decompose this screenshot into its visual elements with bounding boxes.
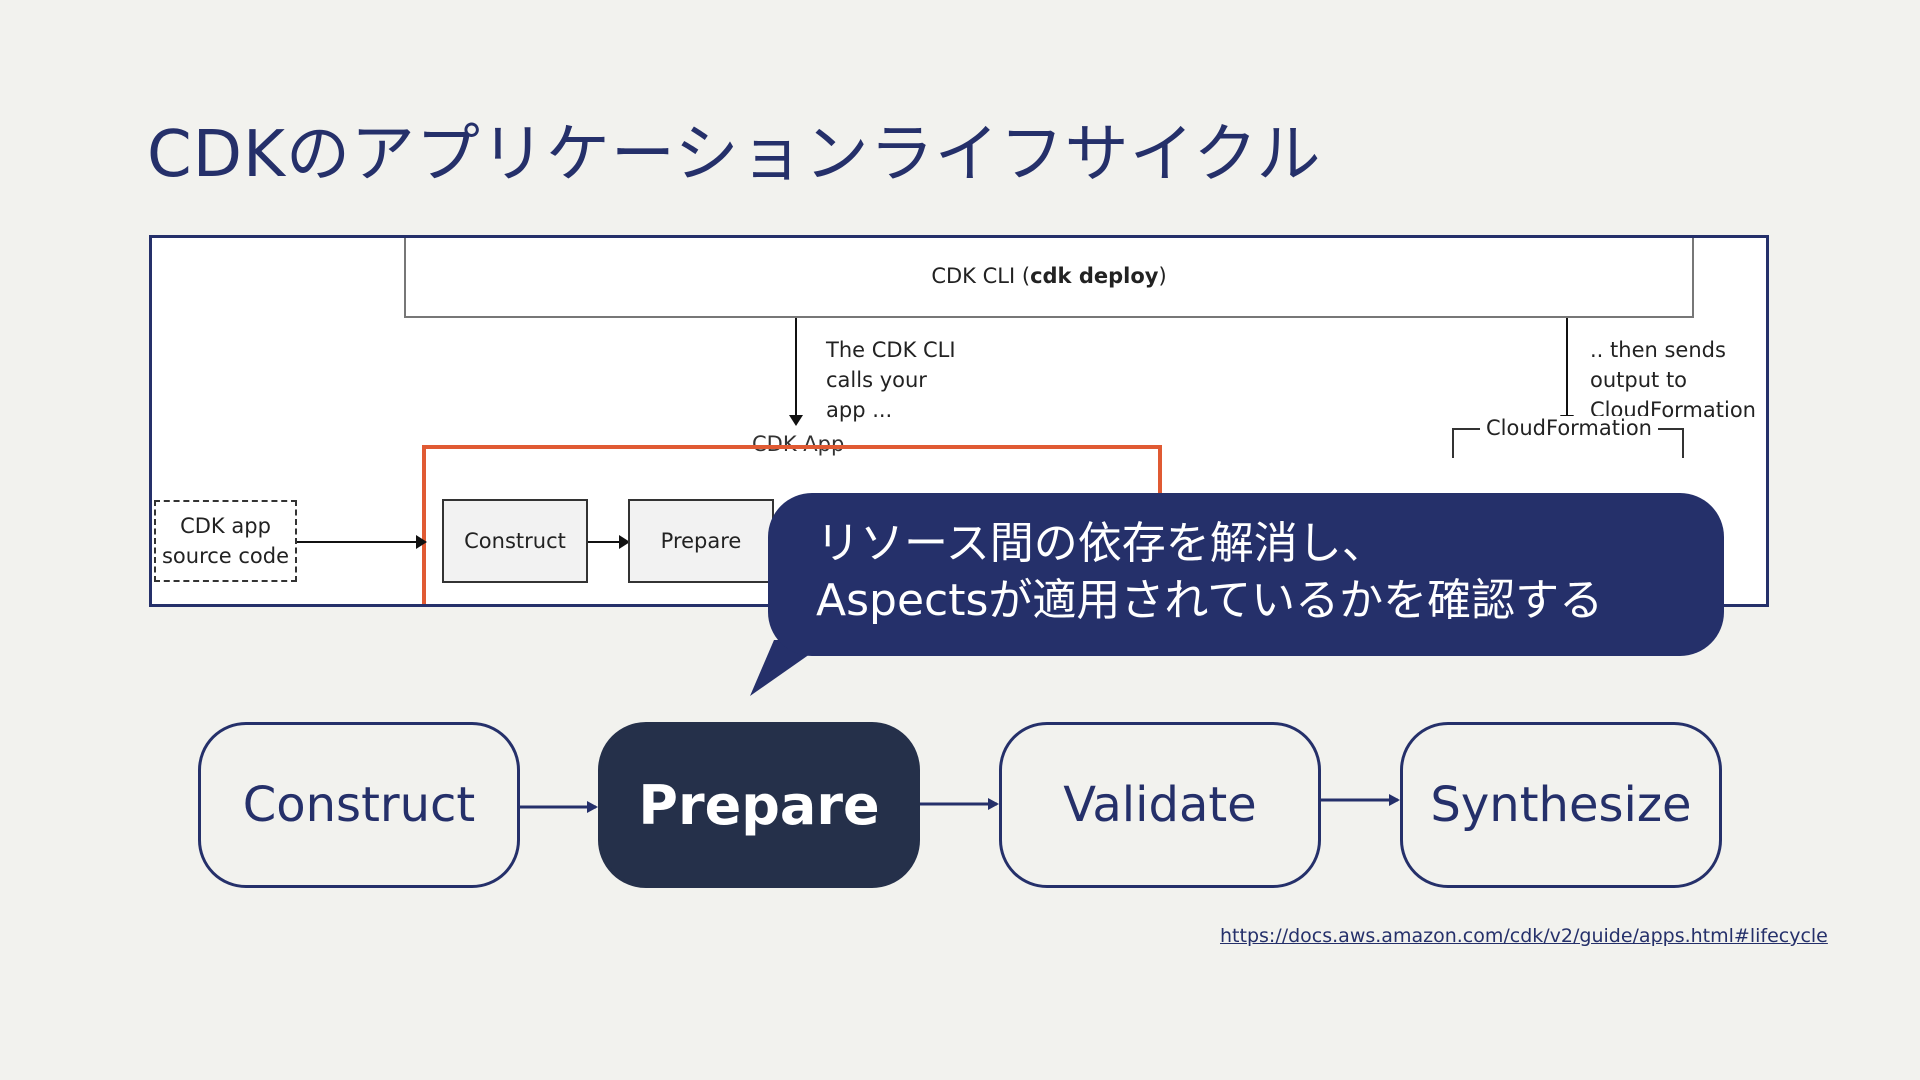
note-right-line: output to	[1590, 368, 1688, 392]
construct-to-prepare-arrow	[588, 535, 630, 549]
cli-command: cdk deploy	[1030, 263, 1159, 288]
note-left-line: calls your	[826, 368, 927, 392]
cdk-app-label: CDK App	[752, 432, 845, 456]
source-to-construct-arrow	[297, 535, 427, 549]
cdk-cli-box: CDK CLI (cdk deploy)	[404, 238, 1694, 318]
note-left: The CDK CLI calls your app ...	[826, 335, 956, 425]
diagram-construct-box: Construct	[442, 499, 588, 583]
page-title: CDKのアプリケーションライフサイクル	[147, 118, 1322, 192]
step-construct: Construct	[198, 722, 520, 888]
cloudformation-box: CloudFormation	[1452, 416, 1684, 458]
note-right-line: .. then sends	[1590, 338, 1726, 362]
diagram-prepare-box: Prepare	[628, 499, 774, 583]
cli-to-app-arrow	[789, 318, 803, 426]
callout-line-1: リソース間の依存を解消し、	[816, 518, 1386, 569]
step-synthesize: Synthesize	[1400, 722, 1722, 888]
source-box-line: source code	[161, 544, 290, 568]
cloudformation-label: CloudFormation	[1480, 416, 1658, 440]
note-right: .. then sends output to CloudFormation	[1590, 335, 1756, 425]
cli-label-prefix: CDK CLI (	[931, 263, 1031, 288]
note-left-line: app ...	[826, 398, 893, 422]
cli-label-suffix: )	[1158, 263, 1167, 288]
source-link[interactable]: https://docs.aws.amazon.com/cdk/v2/guide…	[1220, 925, 1828, 947]
source-code-box: CDK app source code	[154, 500, 297, 582]
step-validate: Validate	[999, 722, 1321, 888]
step-prepare: Prepare	[598, 722, 920, 888]
source-box-line: CDK app	[180, 514, 271, 538]
callout-bubble: リソース間の依存を解消し、 Aspectsが適用されているかを確認する	[768, 493, 1724, 656]
callout-line-2: Aspectsが適用されているかを確認する	[816, 575, 1604, 626]
note-left-line: The CDK CLI	[826, 338, 956, 362]
